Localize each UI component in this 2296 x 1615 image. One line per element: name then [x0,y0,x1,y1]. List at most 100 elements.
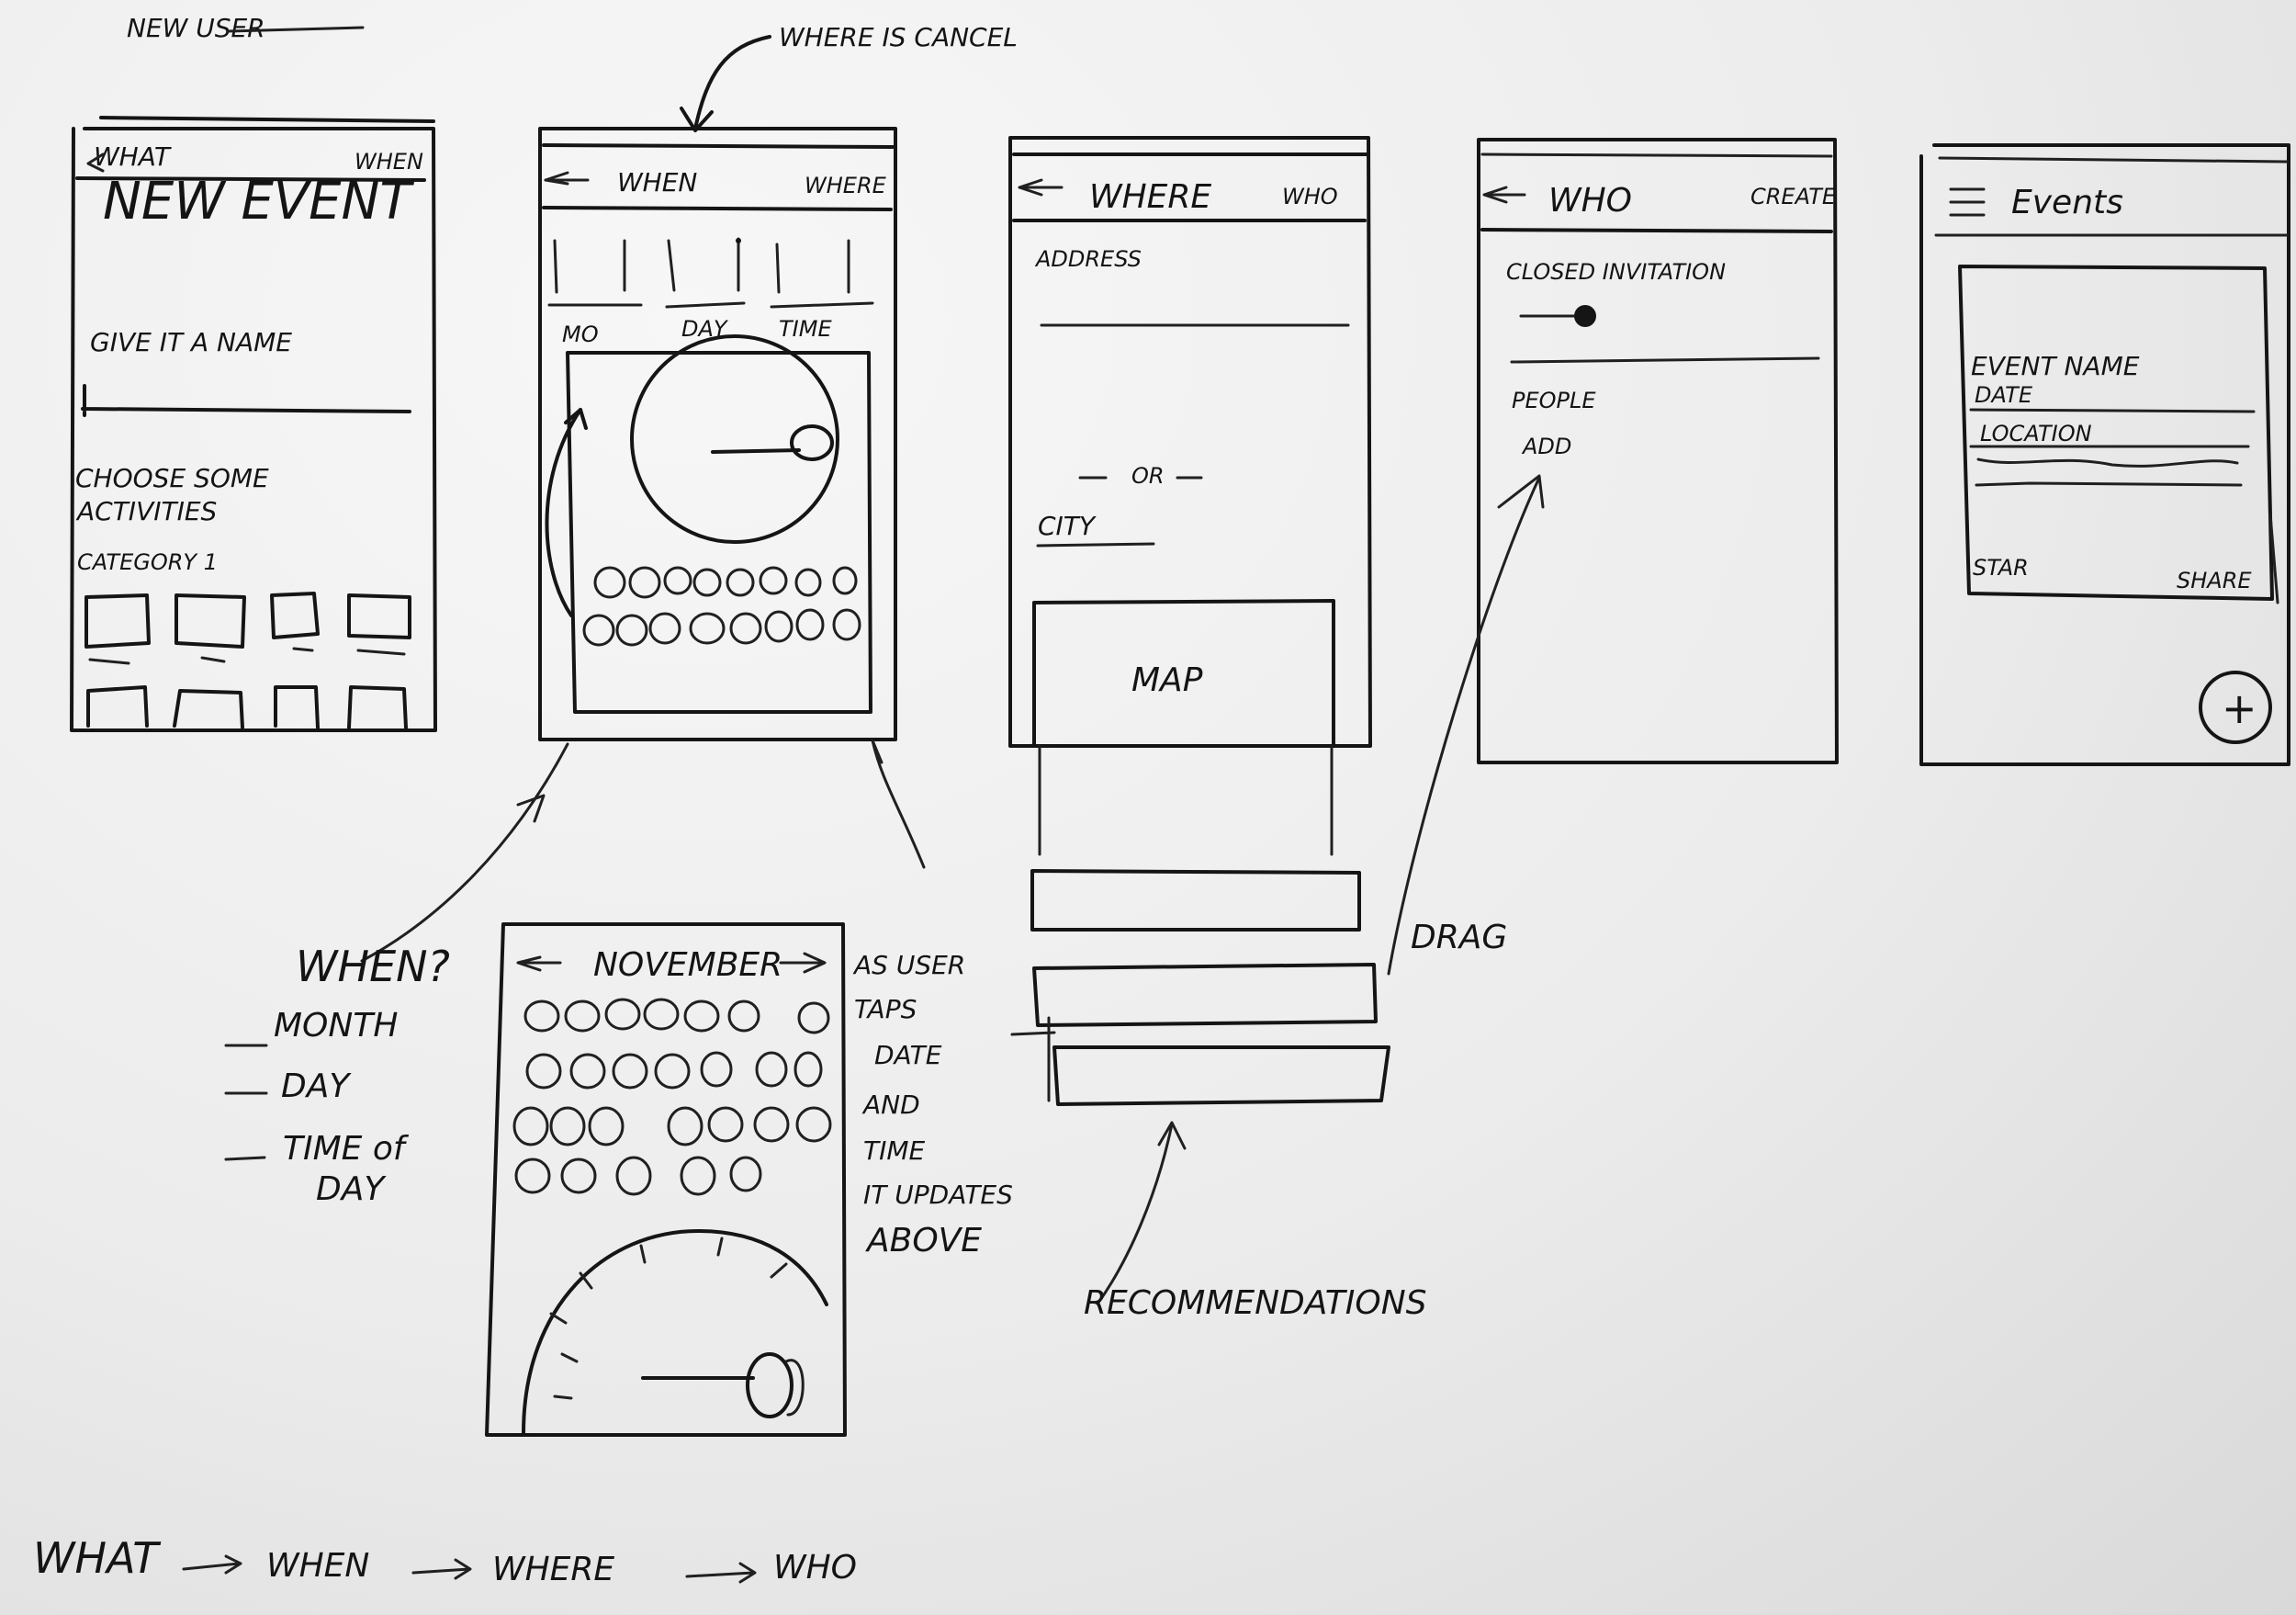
prev-month-icon[interactable] [516,955,562,972]
bullet-dash [224,1156,266,1161]
flow-who: WHO [773,1549,857,1587]
note-line-1: AS USER [852,950,965,980]
next-label[interactable]: WHEN [355,149,423,175]
menu-icon[interactable] [1949,187,1986,217]
dial-knob[interactable] [746,1352,793,1418]
screen-who: WHO CREATE CLOSED INVITATION PEOPLE ADD [1477,138,1839,764]
back-label[interactable]: WHO [1548,182,1632,220]
event-date: DATE [1975,382,2033,408]
activity-tile[interactable] [347,685,408,729]
back-arrow-icon[interactable] [1018,178,1064,197]
activity-tile[interactable] [173,689,244,729]
screen-when-frame [538,127,897,741]
flow-where: WHERE [492,1551,614,1588]
recommendation-card[interactable] [1052,1045,1390,1106]
note-line-5: TIME [863,1135,926,1166]
people-label: PEOPLE [1512,388,1596,413]
when-item-time: TIME of [283,1130,410,1168]
recommendations-arrow [1097,1123,1174,1304]
activity-tile[interactable] [270,592,320,639]
curved-arrow [545,408,582,617]
screen-events-frame [1919,143,2290,766]
back-label[interactable]: WHEN [617,167,697,198]
month-label: NOVEMBER [593,946,782,984]
toggle-knob[interactable] [1574,305,1596,327]
date-grid[interactable] [512,998,832,1196]
dial-knob[interactable] [790,424,834,461]
event-name: EVENT NAME [1971,351,2140,381]
flow-footer: WHAT WHEN WHERE WHO [33,1533,857,1588]
note-line-4: AND [861,1090,920,1120]
screen-events: Events EVENT NAME DATE LOCATION STAR SHA… [1919,143,2290,766]
back-arrow-icon[interactable] [1482,186,1526,204]
scroll-extension [1038,744,1334,856]
create-label[interactable]: CREATE [1750,184,1837,209]
add-event-fab[interactable] [2199,671,2272,744]
page-title: NEW USER [127,13,265,43]
time-scrubber[interactable] [553,237,850,294]
dial-hand[interactable] [711,448,801,454]
share-button[interactable]: SHARE [2177,568,2252,593]
note-line-2: TAPS [854,994,917,1024]
name-label: GIVE IT A NAME [90,327,292,357]
drag-note: DRAG [1411,919,1507,956]
screen-when: WHEN WHERE MO DAY TIME [538,127,926,869]
when-question: WHEN? [296,942,450,991]
city-label[interactable]: CITY [1038,511,1097,541]
screen-where-frame [1008,136,1372,748]
fab-plus-icon[interactable]: + [2222,683,2257,733]
back-arrow-icon[interactable] [544,171,569,186]
recommendation-card[interactable] [1032,963,1378,1027]
tab-time[interactable]: TIME [779,316,832,342]
calendar-arrow [360,742,569,963]
note-line-6: IT UPDATES [863,1180,1013,1210]
where-is-cancel-note: WHERE IS CANCEL [779,22,1018,52]
where-is-cancel-arrow [693,35,771,130]
add-people-button[interactable]: ADD [1521,434,1571,459]
map-label: MAP [1131,661,1203,699]
next-label[interactable]: WHO [1282,184,1338,209]
recommendation-card[interactable] [1030,869,1361,932]
tab-mo[interactable]: MO [562,322,599,347]
next-month-icon[interactable] [779,952,827,974]
screen-what: WHAT WHEN NEW EVENT GIVE IT A NAME CHOOS… [70,116,437,732]
new-event-heading: NEW EVENT [103,172,414,232]
note-line-3: DATE [874,1040,942,1070]
screen-what-frame [70,127,437,732]
or-divider: OR [1131,463,1165,489]
map-placeholder[interactable] [1032,599,1335,748]
events-title: Events [2011,184,2123,221]
back-label[interactable]: WHERE [1089,178,1211,216]
flow-what: WHAT [33,1533,162,1583]
choose-label-2: ACTIVITIES [75,496,217,526]
day-circles-row1[interactable] [593,566,858,599]
event-location: LOCATION [1980,421,2092,446]
drag-arrow [1387,476,1541,976]
back-arrow-icon[interactable] [86,152,105,173]
activity-tile[interactable] [86,685,149,728]
time-dial[interactable] [630,334,839,544]
when-item-time-day: DAY [316,1170,387,1208]
back-label[interactable]: WHAT [94,141,172,172]
day-circles-row2[interactable] [582,608,861,647]
flow-when: WHEN [266,1547,369,1585]
closed-invitation-label: CLOSED INVITATION [1506,259,1726,285]
when-item-month: MONTH [274,1007,398,1045]
activity-tile[interactable] [84,593,151,649]
city-input[interactable] [1036,542,1155,548]
recommendations-note: RECOMMENDATIONS [1084,1284,1426,1322]
category-label: CATEGORY 1 [77,549,218,575]
event-card[interactable] [1958,265,2274,601]
star-button[interactable]: STAR [1973,555,2029,581]
activity-tile[interactable] [174,593,246,649]
activity-tile[interactable] [274,685,320,729]
activity-tile[interactable] [347,593,411,639]
choose-label-1: CHOOSE SOME [75,463,269,493]
when-picker-panel [566,351,872,714]
name-input[interactable] [81,384,411,417]
calendar-frame [485,922,847,1437]
next-label[interactable]: WHERE [805,173,887,198]
screen-where: WHERE WHO ADDRESS OR CITY MAP [1008,136,1390,1106]
time-dial-large[interactable] [522,1229,828,1435]
